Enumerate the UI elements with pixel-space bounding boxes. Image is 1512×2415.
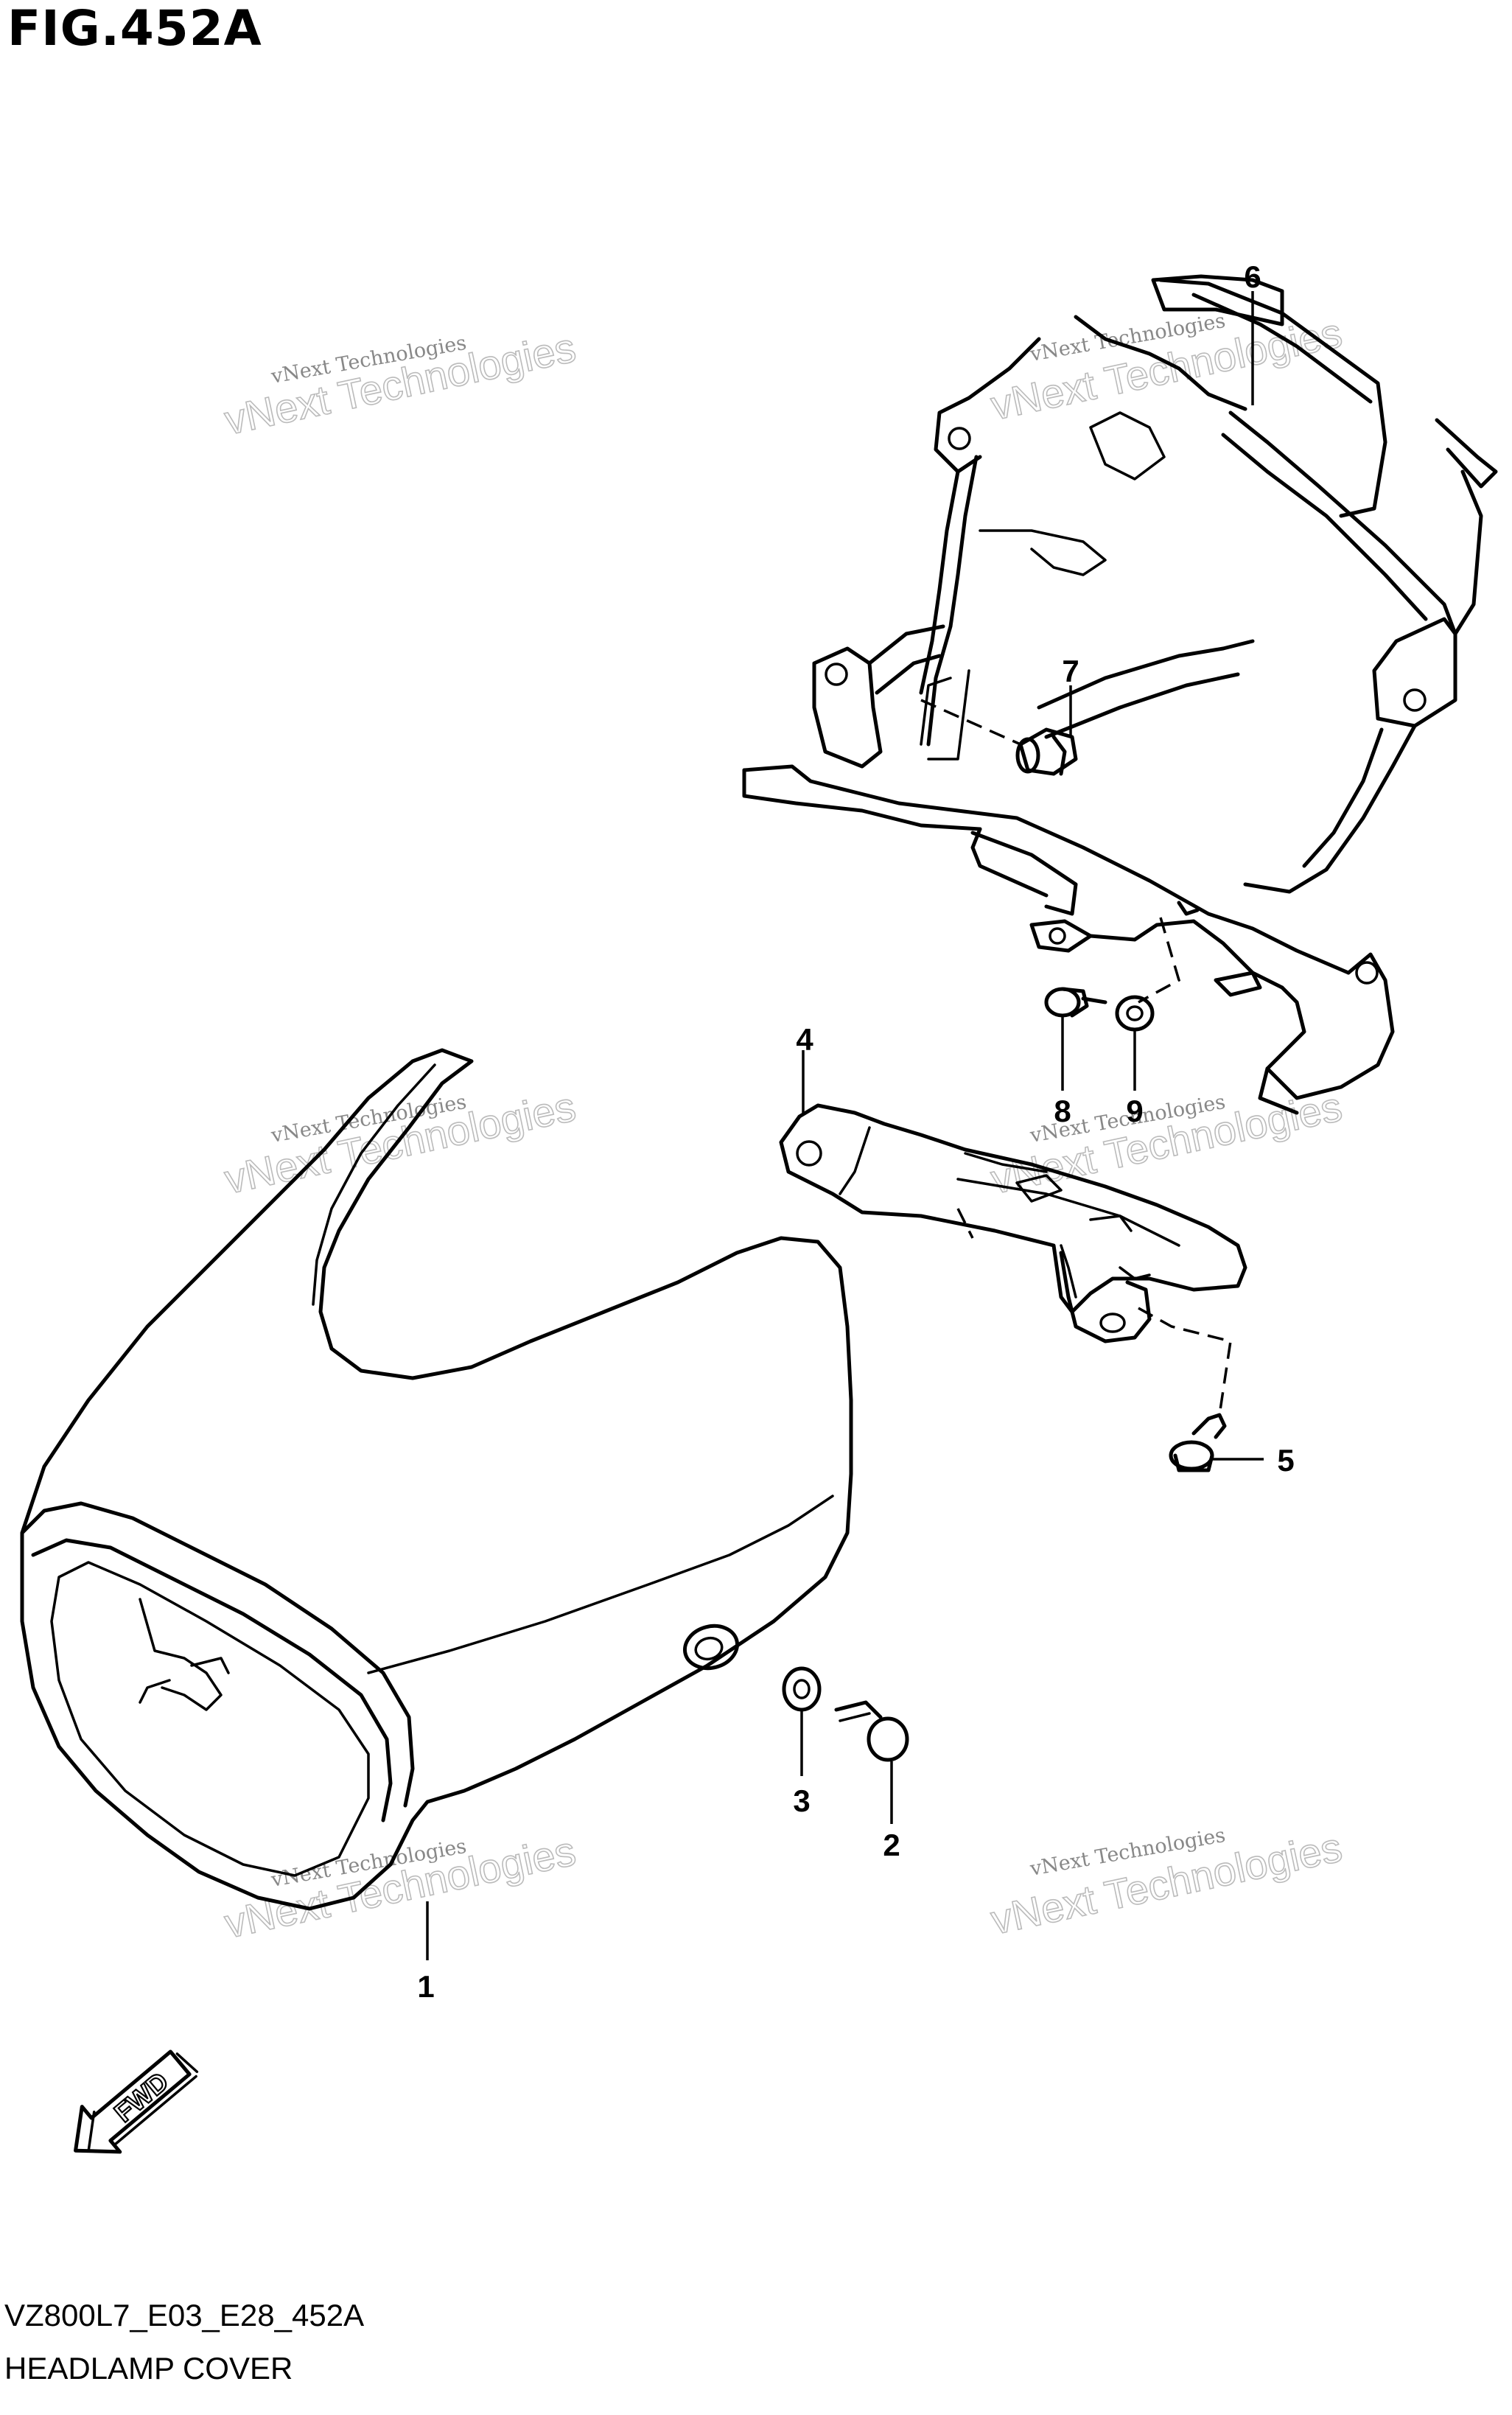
washer-part-3: [782, 1666, 822, 1712]
cover-stay-part-4: [779, 1103, 1247, 1343]
callout-6: 6: [1244, 259, 1261, 294]
watermark-4: vNext Technologies vNext Technologies: [987, 1083, 1347, 1203]
headlamp-bracket-frame-part-6: [742, 274, 1498, 1115]
figure-code: VZ800L7_E03_E28_452A: [4, 2298, 365, 2332]
watermark-3: vNext Technologies vNext Technologies: [220, 1083, 581, 1203]
screw-part-2: [834, 1700, 909, 1762]
callout-9: 9: [1126, 1094, 1143, 1128]
headlamp-cover-part-1: [20, 1048, 853, 1911]
figure-name: HEADLAMP COVER: [4, 2351, 293, 2386]
callout-3: 3: [793, 1783, 810, 1818]
callout-8: 8: [1054, 1094, 1071, 1128]
bolt-part-5: [1169, 1413, 1227, 1472]
callout-7: 7: [1062, 654, 1079, 688]
callout-4: 4: [796, 1022, 813, 1057]
assembly-lines: [920, 699, 1232, 1416]
washer-part-9: [1115, 995, 1155, 1032]
callout-5: 5: [1277, 1443, 1294, 1478]
grommet-part-7: [1015, 727, 1078, 776]
callout-1: 1: [417, 1969, 434, 2004]
watermark-1: vNext Technologies vNext Technologies: [220, 324, 581, 444]
watermark-2: vNext Technologies vNext Technologies: [987, 309, 1347, 430]
leader-lines: [426, 291, 1264, 1960]
bolt-part-8: [1044, 987, 1107, 1018]
fwd-arrow-icon: FWD: [74, 2049, 199, 2154]
callout-2: 2: [883, 1828, 900, 1862]
watermark-6: vNext Technologies vNext Technologies: [987, 1823, 1347, 1944]
figure-title: FIG.452A: [7, 0, 262, 57]
